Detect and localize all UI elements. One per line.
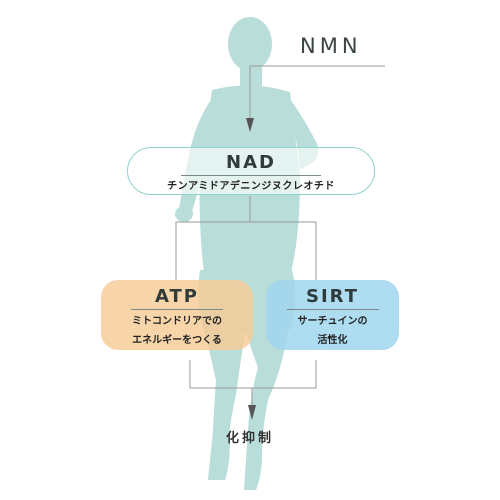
nmn-to-nad-line: [249, 65, 385, 120]
arrow-down-icon: [248, 405, 256, 420]
divider: [286, 309, 379, 310]
divider: [181, 175, 321, 176]
sirt-line-1: サーチュインの: [297, 316, 368, 327]
nad-subtitle: チンアミドアデニンジヌクレオチド: [167, 181, 335, 192]
nad-title: NAD: [226, 152, 276, 173]
nad-to-sirt-line: [250, 221, 317, 280]
nmn-label: NMN: [300, 34, 362, 58]
atp-box: ATP ミトコンドリアでの エネルギーをつくる: [101, 280, 253, 350]
bottom-label: 化抑制: [225, 431, 274, 446]
divider: [131, 309, 223, 310]
arrow-down-icon: [246, 118, 254, 132]
sirt-box: SIRT サーチュインの 活性化: [266, 280, 399, 350]
outputs-join-line: [189, 360, 317, 389]
sirt-line-2: 活性化: [317, 335, 348, 346]
atp-title: ATP: [154, 286, 199, 307]
atp-line-1: ミトコンドリアでの: [132, 316, 222, 327]
sirt-title: SIRT: [306, 286, 359, 307]
nad-to-atp-line: [175, 196, 251, 280]
nad-box: NAD チンアミドアデニンジヌクレオチド: [127, 147, 375, 195]
atp-line-2: エネルギーをつくる: [132, 335, 222, 346]
